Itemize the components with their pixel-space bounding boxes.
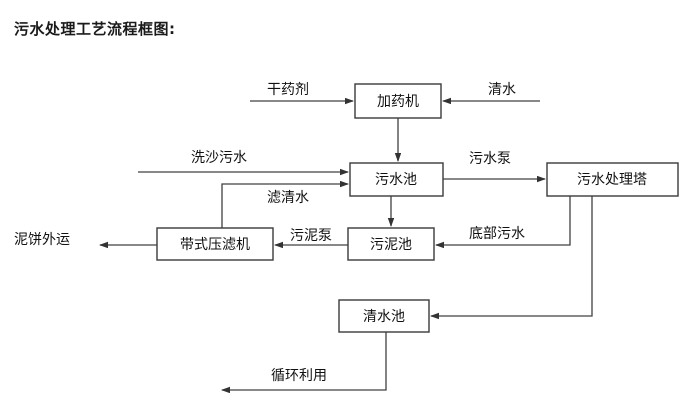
edge-label-filtered-water: 滤清水 (267, 190, 309, 206)
edge-label-recycle-use: 循环利用 (271, 368, 327, 384)
edge-label-dry-reagent: 干药剂 (267, 82, 309, 98)
node-treatment-tower[interactable]: 污水处理塔 (546, 162, 679, 197)
node-label-belt-filter-press: 带式压滤机 (180, 237, 250, 253)
edge-tower-to-clear-water-pool (430, 196, 593, 320)
node-label-wastewater-pool: 污水池 (375, 172, 417, 188)
node-sludge-pool[interactable]: 污泥池 (347, 227, 435, 261)
node-label-treatment-tower: 污水处理塔 (577, 172, 647, 188)
edge-filtered-water (221, 180, 349, 228)
node-belt-filter-press[interactable]: 带式压滤机 (156, 227, 274, 261)
node-label-sludge-pool: 污泥池 (370, 237, 412, 253)
edge-label-sand-wash-water: 洗沙污水 (191, 150, 247, 166)
edge-label-sludge-pump: 污泥泵 (290, 228, 332, 244)
node-label-clear-water-pool: 清水池 (363, 309, 405, 325)
edge-recycle-use (221, 332, 387, 394)
edge-bottom-wastewater (435, 196, 571, 249)
node-box-belt-filter-press (156, 227, 274, 261)
edge-label-clean-water: 清水 (488, 82, 516, 98)
node-box-sludge-pool (347, 227, 435, 261)
page-title: 污水处理工艺流程框图: (14, 20, 176, 38)
edge-label-bottom-wastewater: 底部污水 (469, 226, 525, 242)
edge-label-wastewater-pump: 污水泵 (469, 151, 511, 167)
node-dosing-machine[interactable]: 加药机 (354, 83, 442, 119)
node-box-dosing-machine (354, 83, 442, 119)
node-box-wastewater-pool (349, 162, 444, 197)
node-wastewater-pool[interactable]: 污水池 (349, 162, 444, 197)
node-box-treatment-tower (546, 162, 679, 197)
node-label-dosing-machine: 加药机 (377, 94, 419, 110)
node-box-clear-water-pool (338, 299, 430, 333)
node-clear-water-pool[interactable]: 清水池 (338, 299, 430, 333)
terminal-label-mud-cake-out: 泥饼外运 (14, 232, 70, 248)
